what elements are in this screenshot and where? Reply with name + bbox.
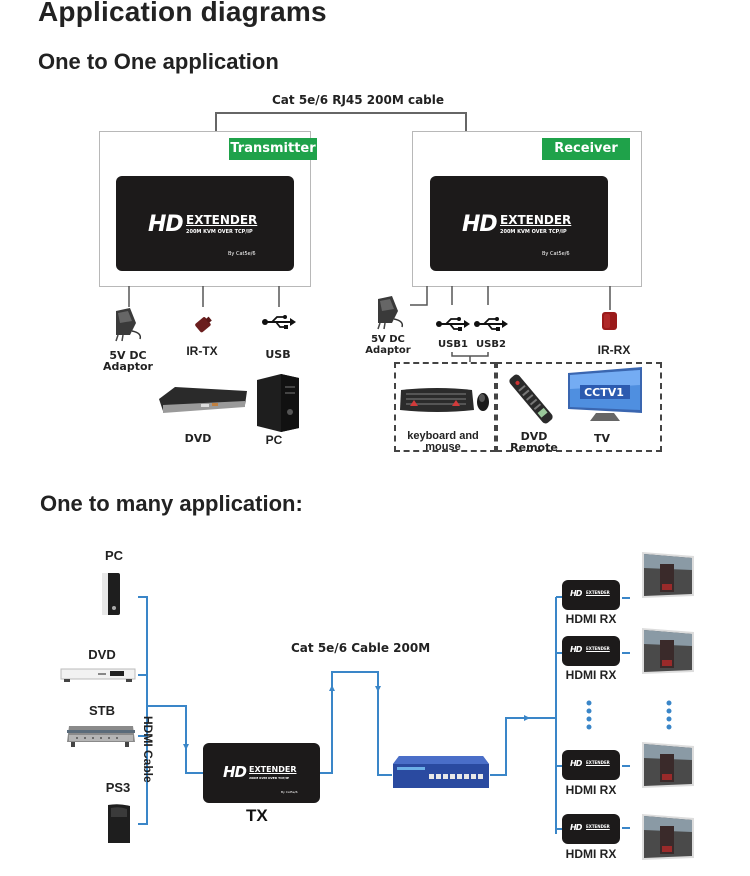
device-name: EXTENDER xyxy=(586,646,610,651)
one-to-many-heading: One to many application: xyxy=(40,491,303,516)
usb1-label: USB1 xyxy=(438,339,468,350)
hdmi-rx-label-3: HDMI RX xyxy=(565,783,617,797)
receiver-panel: Receiver HD EXTENDER 200M KVM OVER TCP/I… xyxy=(412,131,642,287)
rx-device-2: HD EXTENDER xyxy=(562,636,620,666)
device-name: EXTENDER xyxy=(586,760,610,765)
transmitter-connectors xyxy=(128,286,611,362)
hd-logo: HD xyxy=(148,212,184,237)
tv-icon: CCTV1 xyxy=(568,367,642,421)
ir-transmitter-icon xyxy=(195,316,212,333)
keyboard-mouse-label: keyboard and mouse xyxy=(407,430,479,453)
remote-tv-group xyxy=(496,362,662,452)
device-name: EXTENDER xyxy=(249,765,297,774)
pc-label: PC xyxy=(265,433,283,447)
one-to-one-heading: One to One application xyxy=(38,49,279,74)
device-name: EXTENDER xyxy=(586,824,610,829)
dvd-player-icon xyxy=(60,668,136,682)
hd-logo: HD xyxy=(223,763,247,781)
rj45-cable-line xyxy=(215,112,467,132)
device-name: EXTENDER xyxy=(500,213,572,227)
tx-adaptor-label: 5V DC Adaptor xyxy=(103,349,153,373)
tv-screen-text: CCTV1 xyxy=(584,386,624,399)
device-by: By Cat5e/6 xyxy=(228,251,256,257)
tv-icon xyxy=(642,814,694,860)
ir-receiver-icon xyxy=(602,312,617,330)
tv-icon xyxy=(642,742,694,788)
receiver-device: HD EXTENDER 200M KVM OVER TCP/IP By Cat5… xyxy=(430,176,608,271)
source-pc-label: PC xyxy=(104,548,124,563)
rx-device-3: HD EXTENDER xyxy=(562,750,620,780)
pc-tower-icon xyxy=(102,573,120,615)
transmitter-panel: Transmitter HD EXTENDER 200M KVM OVER TC… xyxy=(99,131,317,287)
tx-device: HD EXTENDER 200M KVM OVER TCP/IP By Cat5… xyxy=(203,743,320,803)
device-subtitle: 200M KVM OVER TCP/IP xyxy=(186,229,253,235)
source-ps3-label: PS3 xyxy=(105,780,131,795)
usb2-icon xyxy=(474,317,508,331)
page-title: Application diagrams xyxy=(38,0,327,27)
hdmi-cable-label: HDMI Cable xyxy=(141,716,155,783)
ir-rx-label: IR-RX xyxy=(597,343,631,357)
device-name: EXTENDER xyxy=(586,590,610,595)
usb2-label: USB2 xyxy=(476,339,506,350)
keyboard-mouse-icon xyxy=(400,388,489,412)
hd-logo: HD xyxy=(462,212,498,237)
hd-logo: HD xyxy=(570,823,582,832)
transmitter-device: HD EXTENDER 200M KVM OVER TCP/IP By Cat5… xyxy=(116,176,294,271)
rx-device-1: HD EXTENDER xyxy=(562,580,620,610)
device-name: EXTENDER xyxy=(186,213,258,227)
hd-logo: HD xyxy=(570,645,582,654)
device-by: By Cat5e/6 xyxy=(281,790,298,794)
game-console-icon xyxy=(108,804,130,843)
rx-device-4: HD EXTENDER xyxy=(562,814,620,844)
remote-control-icon xyxy=(509,374,553,424)
device-by: By Cat5e/6 xyxy=(542,251,570,257)
rj45-cable-label: Cat 5e/6 RJ45 200M cable xyxy=(272,93,445,107)
ir-tx-label: IR-TX xyxy=(186,344,218,358)
device-subtitle: 200M KVM OVER TCP/IP xyxy=(249,776,290,780)
dvd-player-icon xyxy=(159,387,247,413)
set-top-box-icon xyxy=(67,726,135,747)
device-subtitle: 200M KVM OVER TCP/IP xyxy=(500,229,567,235)
dvd-label: DVD xyxy=(184,432,212,445)
source-dvd-label: DVD xyxy=(88,647,116,662)
tv-icon xyxy=(642,628,694,674)
usb1-icon xyxy=(436,317,470,331)
cat-cable-label: Cat 5e/6 Cable 200M xyxy=(291,641,431,655)
hd-logo: HD xyxy=(570,759,582,768)
transmitter-tag: Transmitter xyxy=(229,138,317,160)
tv-icon xyxy=(642,552,694,598)
keyboard-mouse-group xyxy=(394,362,496,452)
tv-label: TV xyxy=(593,432,611,445)
hdmi-rx-label-1: HDMI RX xyxy=(565,612,617,626)
receiver-tag: Receiver xyxy=(542,138,630,160)
tx-label: TX xyxy=(246,806,268,825)
rx-adaptor-label: 5V DC Adaptor xyxy=(365,334,411,356)
source-stb-label: STB xyxy=(89,703,115,718)
usb-icon xyxy=(262,315,296,329)
dvd-remote-label: DVD Remote xyxy=(510,430,558,454)
network-switch-icon xyxy=(393,756,489,788)
pc-tower-icon xyxy=(257,374,299,432)
hdmi-rx-label-4: HDMI RX xyxy=(565,847,617,861)
power-adapter-icon xyxy=(115,308,142,342)
power-adapter-icon xyxy=(377,296,404,330)
hdmi-rx-label-2: HDMI RX xyxy=(565,668,617,682)
usb-label: USB xyxy=(265,348,291,361)
hd-logo: HD xyxy=(570,589,582,598)
